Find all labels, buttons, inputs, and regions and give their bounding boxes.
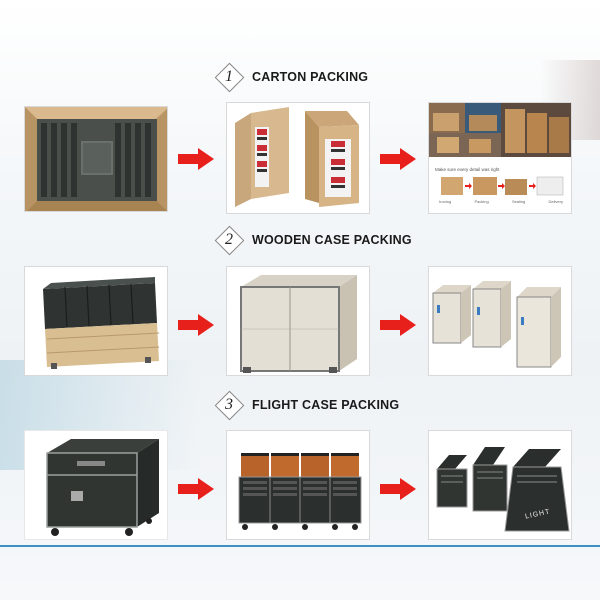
photo-warehouse-process: Make sure every detail was right Ironing… bbox=[428, 102, 572, 214]
wooden-case-image bbox=[227, 267, 369, 375]
section-title-carton: 1 CARTON PACKING bbox=[214, 62, 369, 93]
process-step-label: Packing bbox=[474, 199, 489, 204]
step-number: 2 bbox=[225, 231, 233, 248]
arrow-right-icon bbox=[178, 314, 214, 336]
step-number-badge: 2 bbox=[214, 225, 245, 256]
process-step-labels: Ironing Packing Sealing Delivery bbox=[439, 199, 563, 204]
section-title-text: WOODEN CASE PACKING bbox=[252, 233, 412, 247]
arrow-right-icon bbox=[380, 148, 416, 170]
photo-wooden-cases-row bbox=[428, 266, 572, 376]
arrow-right-icon bbox=[380, 478, 416, 500]
warehouse-image bbox=[429, 103, 571, 157]
arrow-right-icon bbox=[178, 478, 214, 500]
flight-cases-open-image bbox=[227, 431, 369, 539]
step-number: 1 bbox=[225, 68, 233, 85]
photo-flight-cases-open bbox=[226, 430, 370, 540]
wooden-modules-image bbox=[25, 267, 167, 375]
flight-cases-row-image bbox=[429, 431, 571, 539]
photo-wooden-modules bbox=[24, 266, 168, 376]
flight-case-closed-image bbox=[25, 431, 167, 539]
bottom-divider bbox=[0, 545, 600, 547]
photo-flight-case-closed bbox=[24, 430, 168, 540]
section-title-wooden: 2 WOODEN CASE PACKING bbox=[214, 225, 412, 256]
photo-carton-boxes bbox=[226, 102, 370, 214]
photo-carton-modules bbox=[24, 106, 168, 212]
step-number-badge: 1 bbox=[214, 62, 245, 93]
section-title-flight: 3 FLIGHT CASE PACKING bbox=[214, 390, 400, 421]
process-step-label: Sealing bbox=[511, 199, 526, 204]
process-note: Make sure every detail was right bbox=[435, 167, 500, 172]
section-title-text: FLIGHT CASE PACKING bbox=[252, 398, 400, 412]
process-step-label: Delivery bbox=[548, 199, 563, 204]
photo-wooden-case bbox=[226, 266, 370, 376]
arrow-right-icon bbox=[178, 148, 214, 170]
step-number: 3 bbox=[225, 396, 233, 413]
section-title-text: CARTON PACKING bbox=[252, 70, 369, 84]
step-number-badge: 3 bbox=[214, 390, 245, 421]
process-step-label: Ironing bbox=[439, 199, 452, 204]
arrow-right-icon bbox=[380, 314, 416, 336]
process-steps-image bbox=[441, 176, 564, 196]
wooden-cases-row-image bbox=[429, 267, 571, 375]
photo-flight-cases-row: LIGHT bbox=[428, 430, 572, 540]
carton-boxes-image bbox=[227, 103, 369, 213]
carton-modules-image bbox=[25, 107, 167, 211]
